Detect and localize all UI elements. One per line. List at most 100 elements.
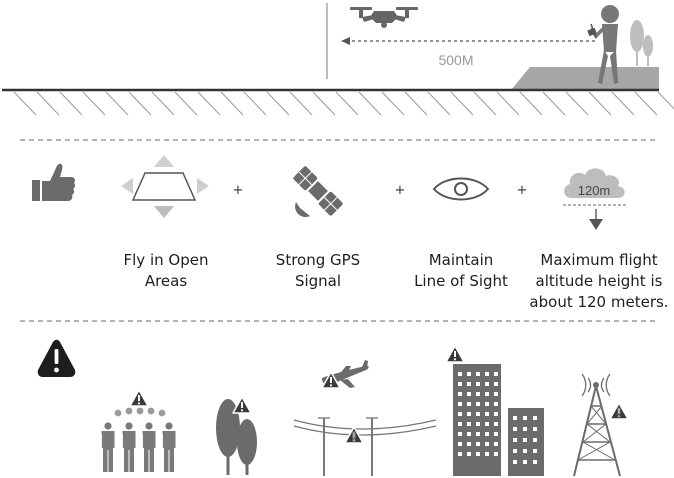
building-window <box>485 392 489 396</box>
tip-gps-signal: Strong GPS Signal <box>248 250 388 292</box>
hatch-line <box>59 91 83 116</box>
building-window <box>485 422 489 426</box>
hatch-line <box>611 91 635 116</box>
tip-line: altitude height is <box>535 272 663 290</box>
building-window <box>494 422 498 426</box>
building-window <box>494 452 498 456</box>
building-window <box>458 412 462 416</box>
building-window <box>458 392 462 396</box>
line-of-sight-scene: 500M <box>2 3 674 116</box>
trees-icon <box>216 396 257 475</box>
building-window <box>458 372 462 376</box>
building-window <box>513 449 517 453</box>
tip-line: Maximum flight <box>540 251 658 269</box>
open-area-icon <box>121 155 209 218</box>
ground-hatching <box>13 91 674 116</box>
building-window <box>467 452 471 456</box>
building-window <box>494 402 498 406</box>
hatch-line <box>128 91 152 116</box>
building-window <box>476 452 480 456</box>
hatch-line <box>243 91 267 116</box>
building-window <box>523 427 527 431</box>
building-window <box>494 392 498 396</box>
hatch-line <box>335 91 359 116</box>
plus-sign-1: + <box>233 183 244 198</box>
hatch-line <box>105 91 129 116</box>
tip-line: Strong GPS <box>275 251 361 269</box>
tip-line: Line of Sight <box>414 272 508 290</box>
hatch-line <box>151 91 175 116</box>
building-window <box>485 452 489 456</box>
warning-icon <box>37 339 76 377</box>
building-window <box>458 442 462 446</box>
buildings-icon <box>445 345 544 476</box>
building-window <box>513 416 517 420</box>
building-window <box>485 382 489 386</box>
building-window <box>523 416 527 420</box>
hatch-line <box>13 91 37 116</box>
hatch-line <box>542 91 566 116</box>
distance-label: 500M <box>438 52 473 68</box>
hatch-line <box>427 91 451 116</box>
plus-sign-2: + <box>395 183 406 198</box>
tip-line: Signal <box>294 272 342 290</box>
power-lines-icon <box>293 417 437 476</box>
building-window <box>476 372 480 376</box>
building-window <box>458 402 462 406</box>
building-window <box>476 402 480 406</box>
altitude-label: 120m <box>578 183 611 198</box>
building-window <box>467 372 471 376</box>
building-window <box>467 422 471 426</box>
hatch-line <box>174 91 198 116</box>
hatch-line <box>496 91 520 116</box>
crowd-icon <box>101 389 176 473</box>
tip-line: about 120 meters. <box>529 293 669 311</box>
building-window <box>485 432 489 436</box>
building-window <box>485 372 489 376</box>
hatch-line <box>197 91 221 116</box>
raised-ground <box>511 67 659 90</box>
building-window <box>494 442 498 446</box>
building-window <box>523 449 527 453</box>
gps-satellite-icon <box>293 166 343 218</box>
tip-open-areas: Fly in Open Areas <box>96 250 236 292</box>
hatch-line <box>634 91 658 116</box>
hatch-line <box>266 91 290 116</box>
building-window <box>513 427 517 431</box>
hatch-line <box>519 91 543 116</box>
tip-line-of-sight: Maintain Line of Sight <box>391 250 531 292</box>
building-window <box>513 460 517 464</box>
building-window <box>485 412 489 416</box>
arrow-head-icon <box>341 37 350 45</box>
building-window <box>533 416 537 420</box>
building-window <box>476 422 480 426</box>
building-window <box>467 412 471 416</box>
pilot-icon <box>587 5 619 84</box>
hatch-line <box>312 91 336 116</box>
hatch-line <box>588 91 612 116</box>
building-window <box>523 460 527 464</box>
building-window <box>494 372 498 376</box>
tip-line: Maintain <box>428 251 494 269</box>
building-window <box>523 438 527 442</box>
building-window <box>494 432 498 436</box>
hatch-line <box>82 91 106 116</box>
hatch-line <box>450 91 474 116</box>
building-window <box>476 432 480 436</box>
building-window <box>467 392 471 396</box>
tip-line: Areas <box>144 272 188 290</box>
hatch-line <box>358 91 382 116</box>
building-window <box>476 412 480 416</box>
building-window <box>467 382 471 386</box>
building-window <box>458 422 462 426</box>
tip-line: Fly in Open <box>123 251 209 269</box>
hatch-line <box>220 91 244 116</box>
radio-tower-icon <box>573 373 629 477</box>
building-window <box>533 460 537 464</box>
cloud-altitude-icon: 120m <box>563 168 628 230</box>
plus-sign-3: + <box>517 183 528 198</box>
hatch-line <box>473 91 497 116</box>
building-window <box>476 442 480 446</box>
building-window <box>533 449 537 453</box>
